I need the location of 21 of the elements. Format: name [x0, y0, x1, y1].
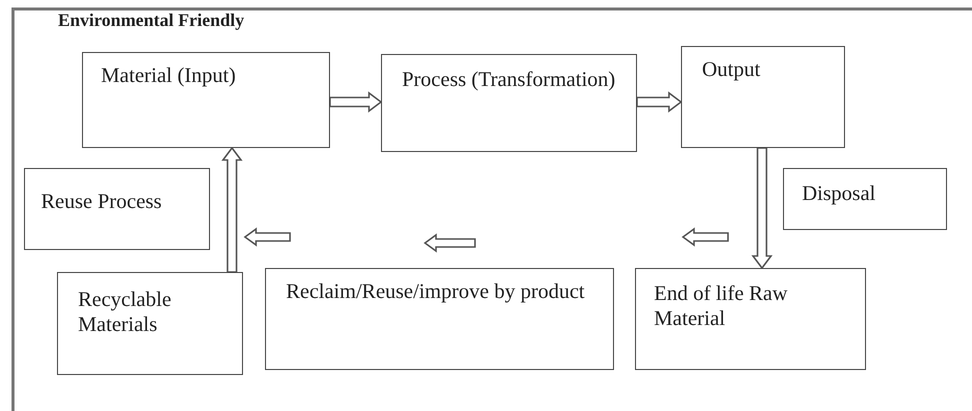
process-box	[681, 46, 845, 148]
box-label: Material (Input)	[101, 63, 237, 88]
process-box	[57, 272, 243, 375]
box-label: Output	[702, 57, 762, 82]
process-box	[381, 54, 637, 152]
diagram-title: Environmental Friendly	[58, 10, 244, 31]
box-label: Recyclable Materials	[78, 287, 172, 337]
box-label: Reuse Process	[41, 189, 163, 214]
box-label: Reclaim/Reuse/improve by product	[286, 279, 586, 304]
process-box	[82, 52, 330, 148]
process-box	[265, 268, 614, 370]
process-box	[635, 268, 866, 370]
box-label: Process (Transformation)	[402, 67, 616, 92]
block-arrow	[329, 91, 382, 113]
process-box	[783, 168, 947, 230]
block-arrow	[636, 91, 682, 113]
box-label: Disposal	[802, 181, 876, 206]
block-arrow	[751, 147, 773, 270]
box-label: End of life Raw Material	[654, 281, 789, 331]
process-box	[24, 168, 210, 250]
block-arrow	[221, 146, 243, 273]
